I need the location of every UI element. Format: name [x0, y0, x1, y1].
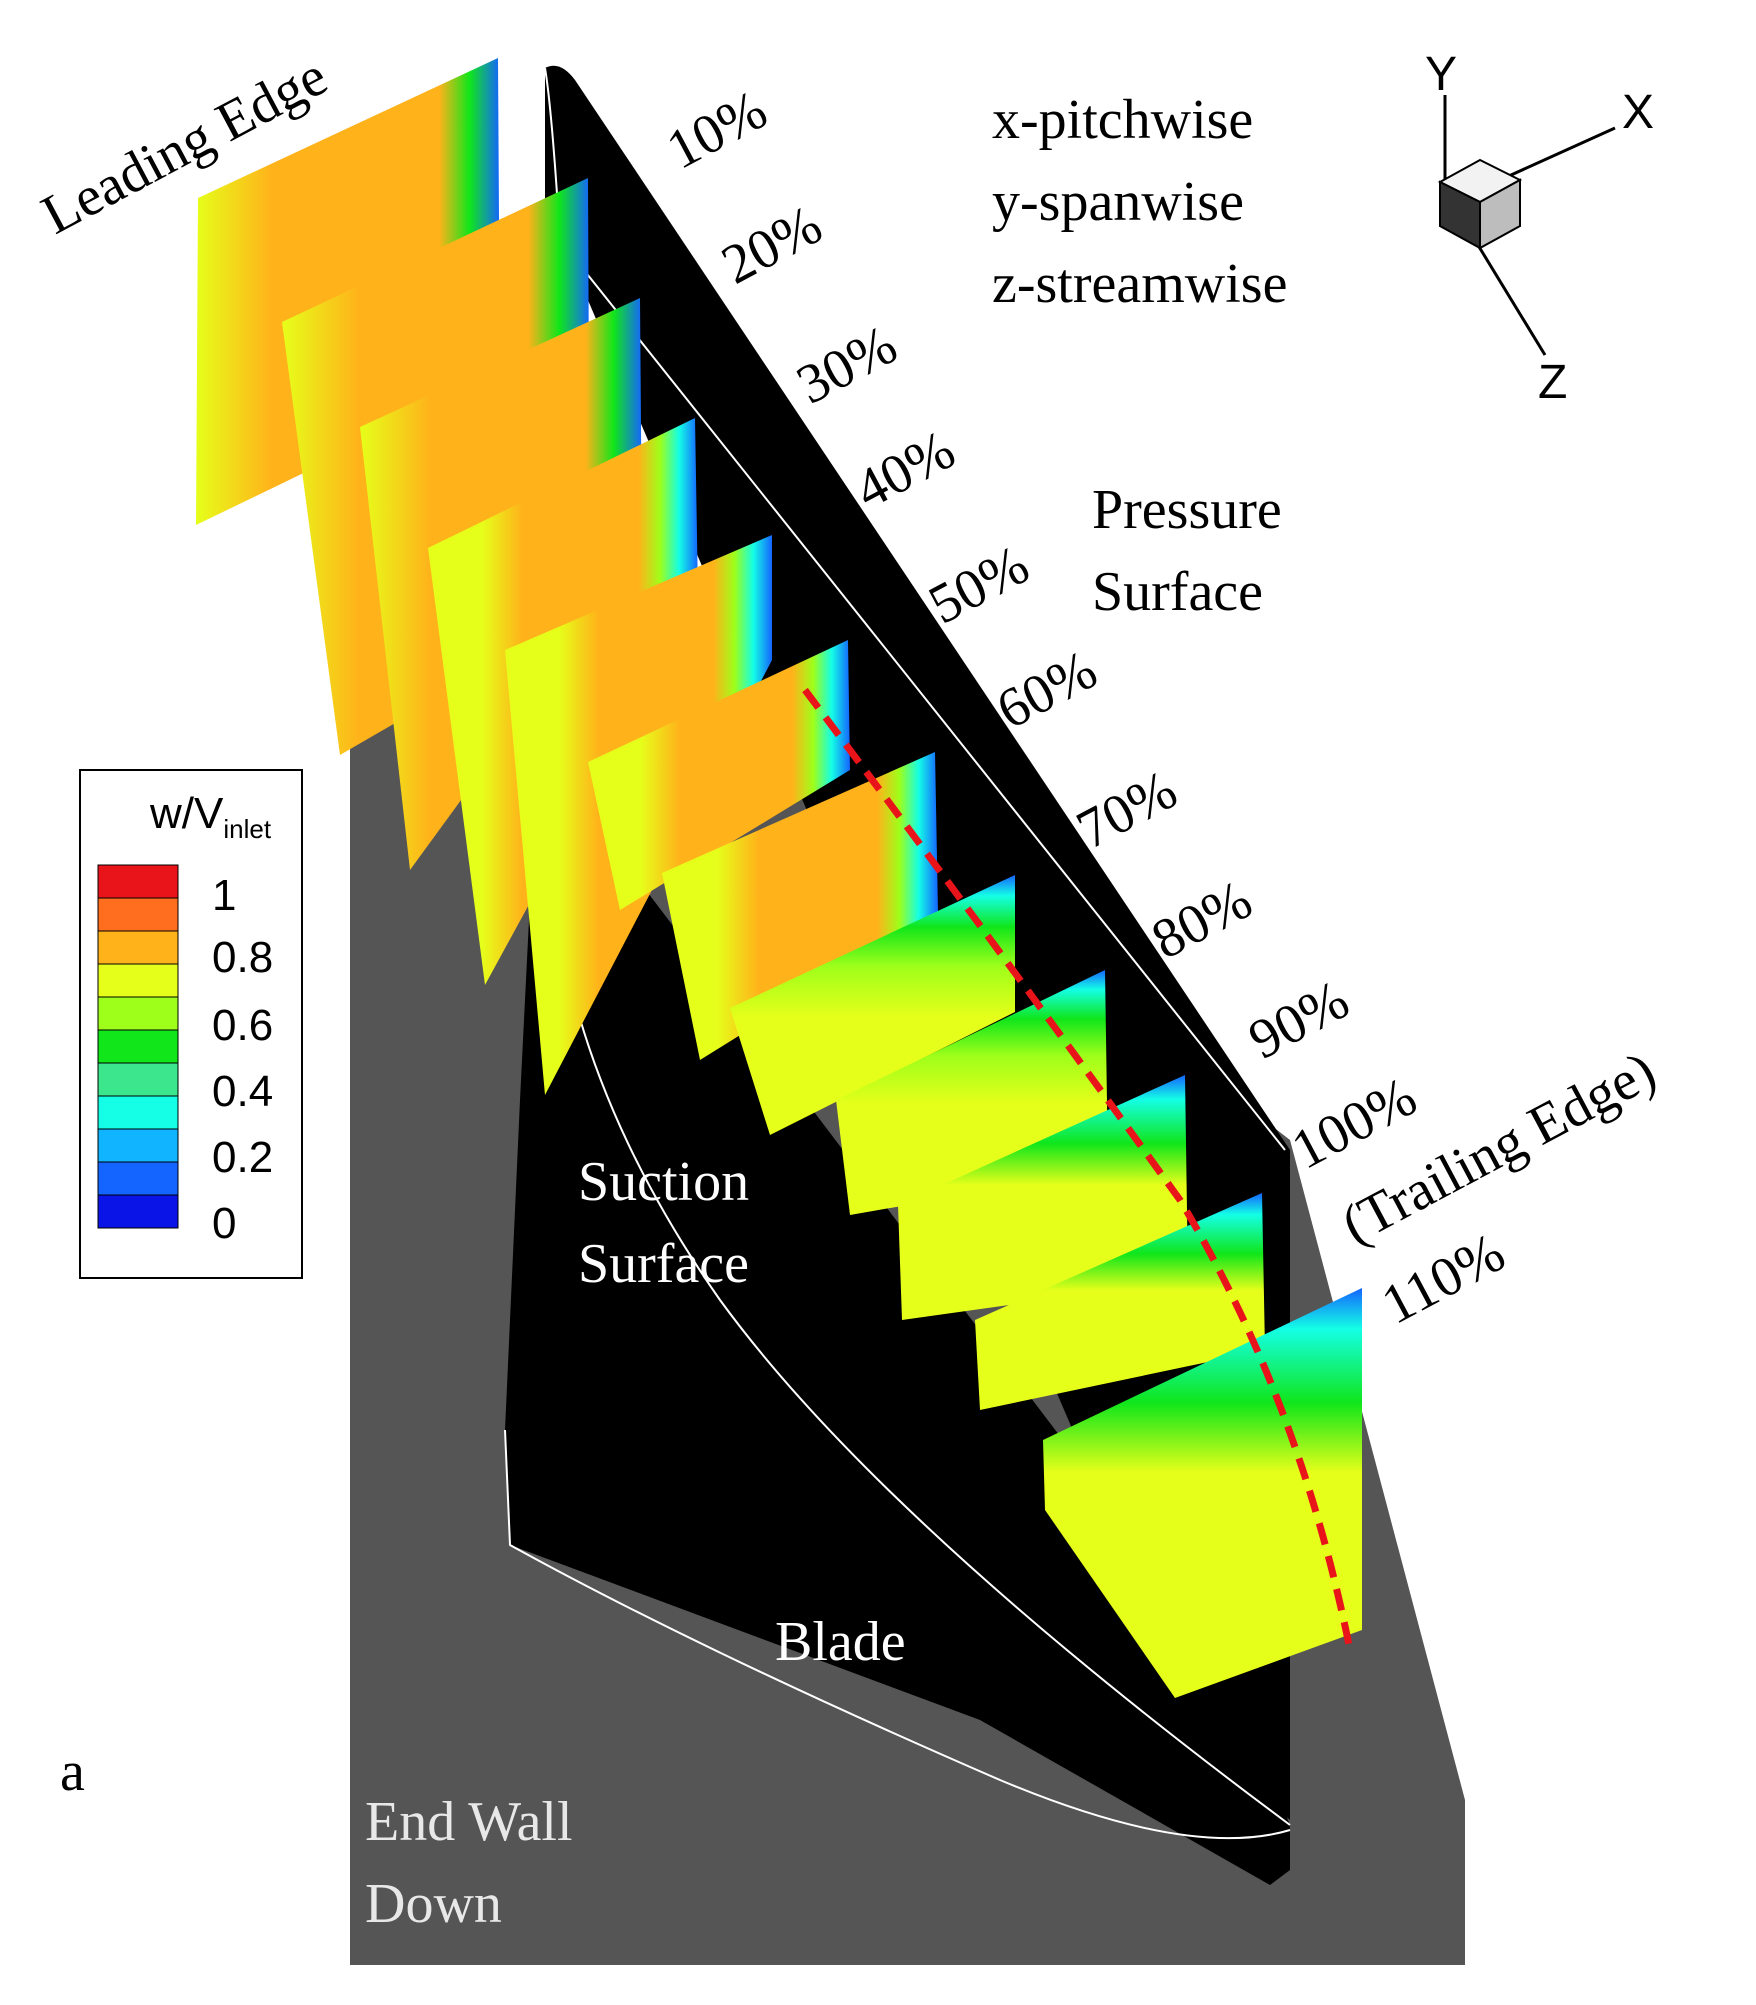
legend-swatch — [97, 897, 179, 932]
trailing-edge-label: (Trailing Edge) — [1332, 1040, 1666, 1257]
legend-swatches — [97, 864, 179, 1229]
percent-label: 40% — [845, 419, 965, 522]
legend-swatch — [97, 996, 179, 1031]
percent-label: 30% — [787, 314, 907, 417]
percent-label: 90% — [1239, 969, 1359, 1072]
triad-z-label: Z — [1538, 356, 1567, 409]
triad-x-axis — [1499, 126, 1616, 182]
legend-tick: 1 — [212, 871, 236, 920]
trace-line — [802, 687, 1354, 1651]
triad-x-label: X — [1622, 86, 1654, 139]
legend-ticks: 1 0.8 0.6 0.4 0.2 0 — [212, 871, 273, 1248]
legend-swatch — [97, 864, 179, 899]
blade-label: Blade — [775, 1611, 906, 1673]
legend-title: w/Vinlet — [149, 789, 272, 844]
panel-letter: a — [60, 1741, 85, 1803]
legend-tick: 0.6 — [212, 1001, 273, 1050]
plane-100b — [975, 1193, 1265, 1410]
plane-110 — [1043, 1288, 1362, 1698]
legend-swatch — [97, 930, 179, 965]
end-wall-label-line2: Down — [365, 1873, 502, 1935]
plane-70 — [662, 752, 938, 1060]
axis-desc-y: y-spanwise — [992, 171, 1244, 233]
pressure-surface-label-line1: Pressure — [1092, 479, 1282, 541]
color-legend: w/Vinlet 1 0.8 0.6 0.4 0.2 0 — [79, 769, 303, 1279]
plane-60 — [588, 640, 850, 910]
triad-y-label: Y — [1425, 48, 1457, 101]
plane-80 — [730, 875, 1015, 1135]
legend-swatch — [97, 1062, 179, 1097]
legend-swatch — [97, 1194, 179, 1229]
legend-swatch — [97, 1128, 179, 1163]
legend-tick: 0 — [212, 1199, 236, 1248]
legend-tick: 0.4 — [212, 1067, 273, 1116]
suction-surface-label-line1: Suction — [578, 1151, 749, 1213]
axis-description: x-pitchwise y-spanwise z-streamwise — [992, 89, 1287, 315]
coordinate-triad: Y X Z — [1425, 48, 1654, 409]
suction-surface-label-line2: Surface — [578, 1233, 749, 1295]
axis-desc-x: x-pitchwise — [992, 89, 1253, 151]
percent-label: 20% — [712, 194, 832, 297]
legend-swatch — [97, 963, 179, 998]
contour-planes — [196, 58, 1362, 1698]
axis-desc-z: z-streamwise — [992, 253, 1287, 315]
legend-tick: 0.2 — [212, 1133, 273, 1182]
legend-swatch — [97, 1029, 179, 1064]
triad-cube — [1437, 158, 1523, 250]
pressure-surface-label-line2: Surface — [1092, 561, 1263, 623]
end-wall-label-line1: End Wall — [365, 1791, 573, 1853]
percent-label: 50% — [919, 534, 1039, 637]
legend-swatch — [97, 1161, 179, 1196]
triad-z-axis — [1468, 231, 1547, 356]
endwall-edge-line — [504, 1429, 1291, 1840]
percent-label: 10% — [657, 79, 777, 182]
legend-tick: 0.8 — [212, 933, 273, 982]
legend-swatch — [97, 1095, 179, 1130]
